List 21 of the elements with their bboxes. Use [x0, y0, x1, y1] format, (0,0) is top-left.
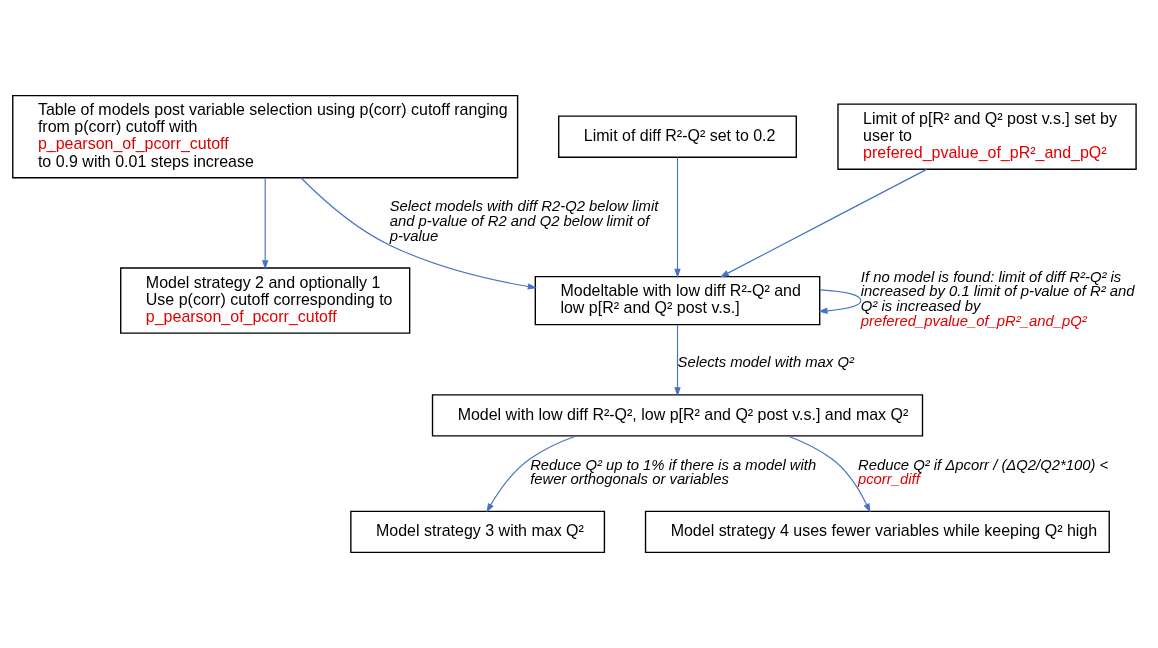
arrow	[818, 289, 862, 314]
edge-label: If no model is found: limit of diff R²-Q² is increased by 0.1 limit of p-value of R² and Q² is increased by prefered_pvalue_of_pR²_and_pQ²	[860, 268, 1135, 330]
node-box: Table of models post variable selection using p(corr) cutoff ranging from p(corr) cutoff with p_pearson_of_pcorr_cutoff to 0.9 with 0.01 steps increase	[12, 94, 519, 179]
node-box: Model strategy 4 uses fewer variables while keeping Q² high	[644, 510, 1110, 554]
arrow	[719, 168, 928, 278]
edge-label: Select models with diff R2-Q2 below limit and p-value of R2 and Q2 below limit of p-value	[389, 198, 659, 245]
arrow	[674, 156, 681, 278]
edge-label: Reduce Q² if Δpcorr / (ΔQ2/Q2*100) < pcorr_diff	[857, 456, 1109, 488]
edge-label: Reduce Q² up to 1% if there is a model with fewer orthogonals or variables	[530, 456, 817, 488]
node-box: Model with low diff R²-Q², low p[R² and Q² post v.s.] and max Q²	[431, 394, 924, 437]
node-box: Limit of p[R² and Q² post v.s.] set by user to prefered_pvalue_of_pR²_and_pQ²	[837, 103, 1137, 170]
edge-label: Selects model with max Q²	[677, 353, 854, 370]
node-box: Model strategy 3 with max Q²	[350, 510, 606, 554]
arrow	[486, 435, 577, 513]
arrow	[300, 177, 537, 290]
arrow	[787, 435, 871, 513]
arrow	[262, 177, 269, 270]
arrow	[674, 324, 681, 397]
node-box: Limit of diff R²-Q² set to 0.2	[558, 115, 797, 158]
node-box: Model strategy 2 and optionally 1 Use p(corr) cutoff corresponding to p_pearson_of_pcorr_cutoff	[120, 267, 411, 334]
node-box: Modeltable with low diff R²-Q² and low p[R² and Q² post v.s.]	[534, 275, 821, 326]
